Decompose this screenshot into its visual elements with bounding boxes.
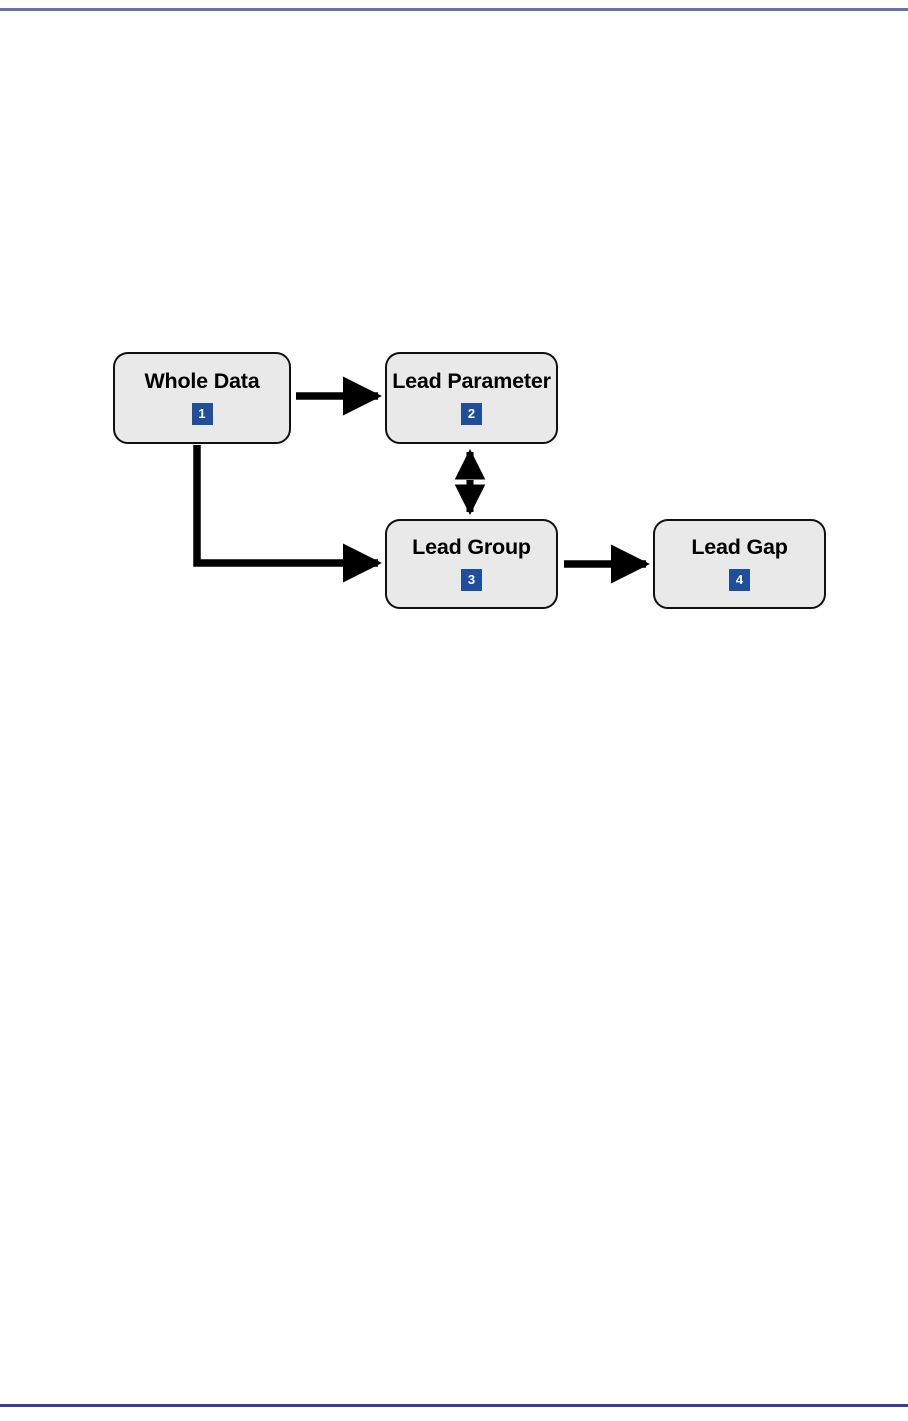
header-rule xyxy=(0,8,908,11)
node-lead-gap-badge: 4 xyxy=(729,568,750,591)
node-whole-data-label: Whole Data xyxy=(144,369,260,394)
node-lead-parameter[interactable]: Lead Parameter 2 xyxy=(385,352,558,444)
node-lead-group-badge: 3 xyxy=(461,568,482,591)
node-lead-gap[interactable]: Lead Gap 4 xyxy=(653,519,826,609)
node-lead-group-label: Lead Group xyxy=(412,535,531,560)
edge-whole-data-to-lead-group xyxy=(193,445,382,583)
footer-rule xyxy=(0,1404,908,1407)
node-whole-data[interactable]: Whole Data 1 xyxy=(113,352,291,444)
node-whole-data-badge: 1 xyxy=(191,402,213,425)
node-lead-parameter-label: Lead Parameter xyxy=(392,369,551,394)
node-lead-parameter-badge: 2 xyxy=(461,402,482,425)
node-lead-gap-label: Lead Gap xyxy=(691,535,788,560)
node-lead-group[interactable]: Lead Group 3 xyxy=(385,519,558,609)
